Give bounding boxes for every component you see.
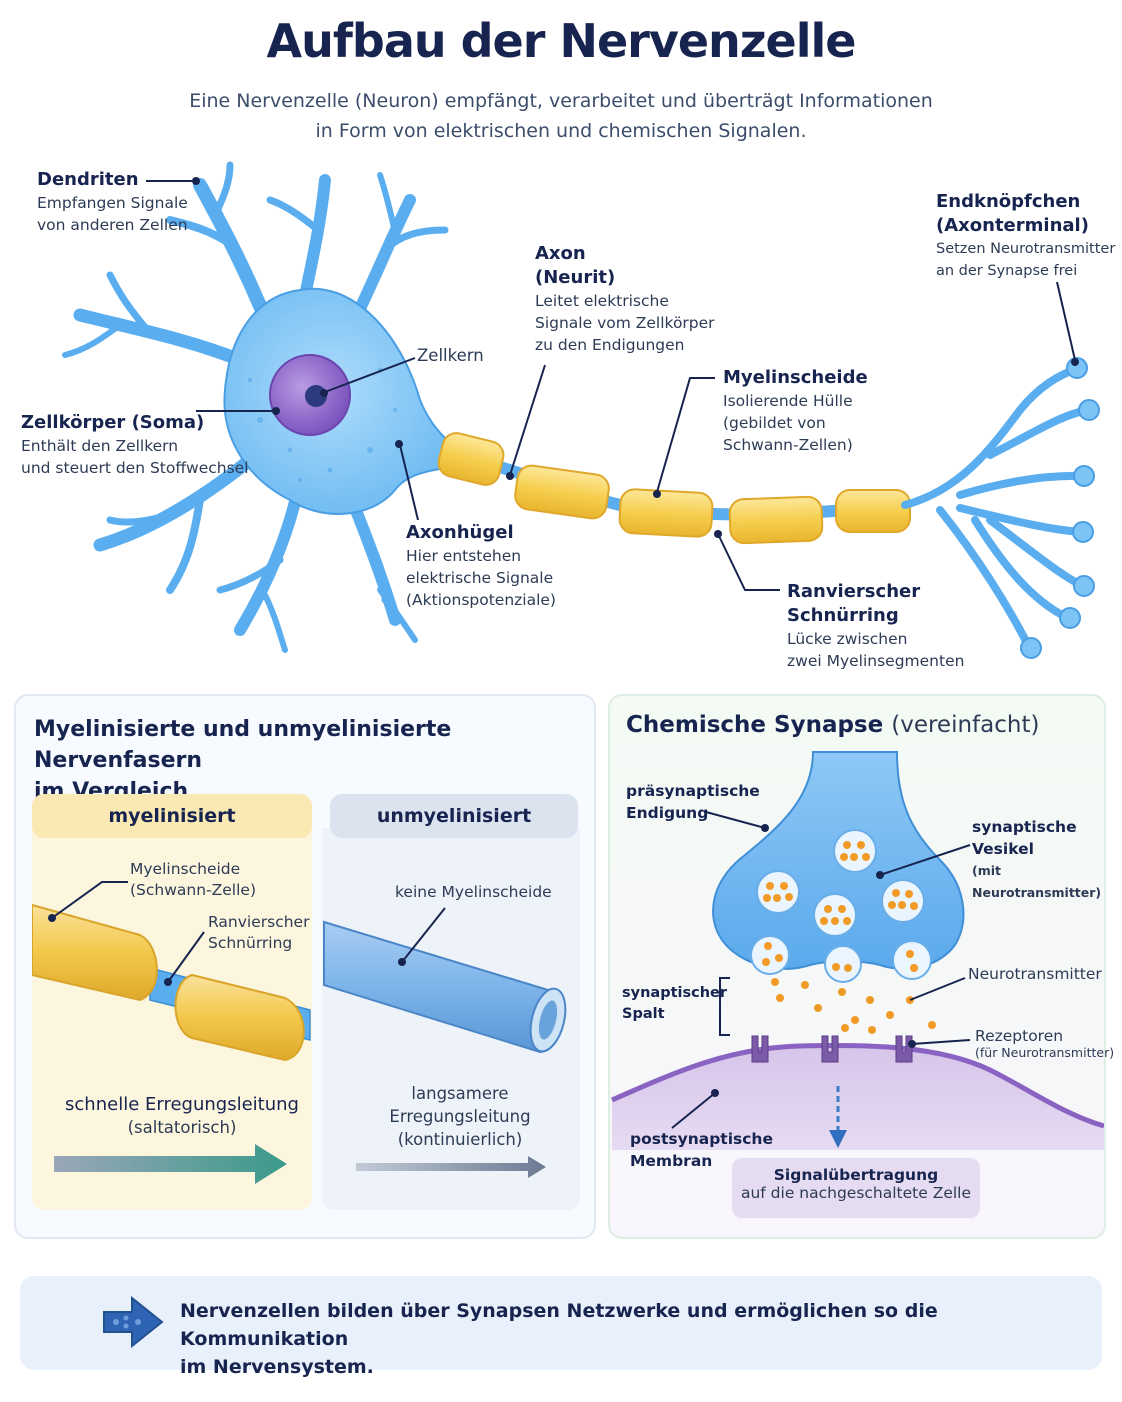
- terminal-buttons: [1020, 357, 1100, 659]
- fast-arrow-icon: [54, 1144, 287, 1184]
- comparison-title: Myelinisierte und unmyelinisierte Nerven…: [34, 717, 452, 804]
- synaptic-vesicles: [750, 829, 932, 983]
- signal-transmission-box: Signalübertragung auf die nachgeschaltet…: [732, 1158, 980, 1218]
- label-myelinscheide: Myelinscheide Isolierende Hülle (gebilde…: [723, 367, 868, 454]
- slow-arrow-icon: [356, 1156, 546, 1178]
- label-endknoepfchen: Endknöpfchen (Axonterminal) Setzen Neuro…: [936, 191, 1116, 279]
- neurotransmitter-molecules: [762, 841, 936, 1034]
- page-title: Aufbau der Nervenzelle: [266, 14, 857, 68]
- label-neurotransmitter: Neurotransmitter: [968, 965, 1102, 983]
- label-ranvier-small: Ranvierscher Schnürring: [208, 913, 310, 952]
- myelin-segment-right: [174, 973, 305, 1062]
- label-postsynaptic: postsynaptische Membran: [630, 1130, 773, 1170]
- label-dendriten: Dendriten Empfangen Signale von anderen …: [37, 169, 188, 234]
- label-myelin-schwann: Myelinscheide (Schwann-Zelle): [130, 860, 256, 899]
- subtitle-line-2: in Form von elektrischen und chemischen …: [315, 120, 807, 142]
- receptors: [751, 1035, 913, 1063]
- synapse-illustration: [610, 751, 1104, 1150]
- speed-myelinated: schnelle Erregungsleitung (saltatorisch): [65, 1094, 299, 1137]
- label-ranvier: Ranvierscher Schnürring Lücke zwischen z…: [787, 581, 965, 670]
- page-subtitle: Eine Nervenzelle (Neuron) empfängt, vera…: [0, 86, 1122, 146]
- label-presynaptic: präsynaptische Endigung: [626, 782, 760, 822]
- leader-lines: [146, 180, 1076, 591]
- label-cleft: synaptischer Spalt: [622, 985, 728, 1022]
- label-receptors: Rezeptoren (für Neurotransmitter): [975, 1027, 1115, 1060]
- footer-banner: [20, 1276, 1102, 1370]
- leader-dots: [192, 177, 1079, 538]
- myelinated-heading: myelinisiert: [32, 794, 312, 838]
- fiber-comparison-illustration: [32, 881, 567, 1062]
- label-vesicles: synaptische Vesikel (mit Neurotransmitte…: [972, 818, 1102, 900]
- label-keine-myelinscheide: keine Myelinscheide: [395, 883, 552, 901]
- synapse-title: Chemische Synapse (vereinfacht): [626, 712, 1040, 738]
- footer-text: Nervenzellen bilden über Synapsen Netzwe…: [180, 1300, 938, 1378]
- label-axon: Axon (Neurit) Leitet elektrische Signale…: [535, 243, 715, 354]
- label-soma: Zellkörper (Soma) Enthält den Zellkern u…: [21, 412, 249, 477]
- subtitle-line-1: Eine Nervenzelle (Neuron) empfängt, vera…: [189, 90, 933, 112]
- label-axonhuegel: Axonhügel Hier entstehen elektrische Sig…: [406, 522, 556, 609]
- arrow-right-icon: [103, 1296, 164, 1348]
- speed-unmyelinated: langsamere Erregungsleitung (kontinuierl…: [389, 1084, 531, 1149]
- speed-arrows: [54, 1144, 546, 1184]
- myelin-segment-left: [32, 903, 158, 1002]
- unmyelinated-heading: unmyelinisiert: [330, 794, 578, 838]
- postsynaptic-membrane: [612, 1045, 1104, 1150]
- myelin-segments: [437, 432, 911, 545]
- unmyelinated-fiber: [323, 920, 563, 1054]
- neuron-illustration: [62, 161, 1100, 659]
- label-zellkern: Zellkern: [417, 346, 484, 365]
